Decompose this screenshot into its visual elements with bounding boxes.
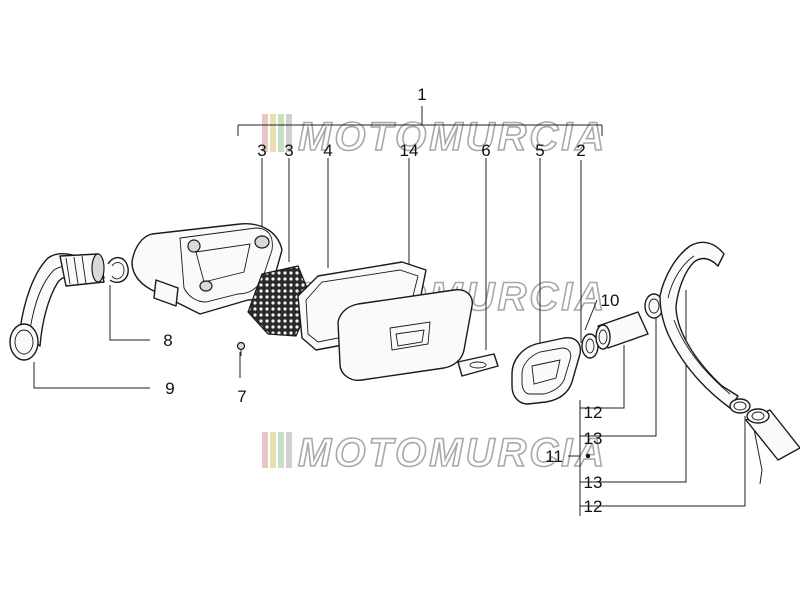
bent-hose <box>659 241 739 409</box>
watermark-bottom: MOTOMURCIA <box>262 430 607 476</box>
intake-hose <box>9 253 105 361</box>
label-10: 10 <box>601 291 620 310</box>
label-5: 5 <box>535 141 544 160</box>
intake-manifold <box>511 337 582 405</box>
rubber-ring <box>581 333 599 359</box>
air-box-housing <box>131 223 283 315</box>
label-4: 4 <box>323 141 332 160</box>
label-12-lower: 12 <box>584 497 603 516</box>
air-box-cover <box>337 289 473 381</box>
label-8: 8 <box>163 331 172 350</box>
pipe-sleeve-upper <box>595 311 649 350</box>
group-bracket <box>237 106 603 136</box>
leader-lines <box>33 158 763 516</box>
label-6: 6 <box>481 141 490 160</box>
hose-clamp <box>107 257 129 284</box>
label-14: 14 <box>400 141 419 160</box>
label-12-upper: 12 <box>584 403 603 422</box>
label-3: 3 <box>284 141 293 160</box>
clamp-ring-lower <box>729 398 751 414</box>
label-13-upper: 13 <box>584 429 603 448</box>
small-plate <box>457 353 499 377</box>
pipe-sleeve-lower <box>745 408 800 461</box>
watermark-text-bottom: MOTOMURCIA <box>298 431 607 475</box>
label-7: 7 <box>237 387 246 406</box>
label-9: 9 <box>165 379 174 398</box>
label-11: 11 <box>545 447 563 466</box>
watermark-top: MOTOMURCIA <box>262 114 607 160</box>
filter-element <box>247 265 313 337</box>
label-13-lower: 13 <box>584 473 603 492</box>
label-3-left: 3 <box>257 141 266 160</box>
watermark-text-top: MOTOMURCIA <box>298 115 607 159</box>
label-1: 1 <box>417 85 426 104</box>
label-2: 2 <box>576 141 585 160</box>
